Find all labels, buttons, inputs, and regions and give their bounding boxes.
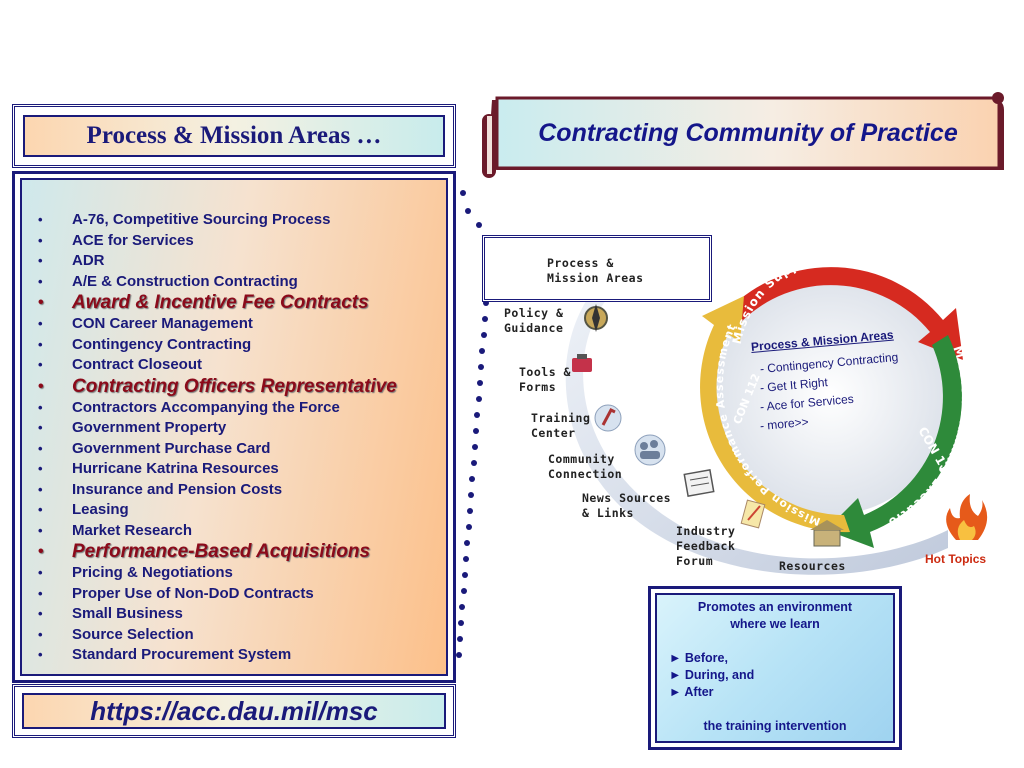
connector-dot [474, 412, 481, 418]
connector-dot [470, 460, 477, 466]
arc-support-con: CON 110 [812, 255, 870, 269]
connector-dot [460, 588, 467, 594]
connector-dot [465, 208, 471, 214]
yellow-arc [700, 296, 850, 533]
connector-dot [481, 316, 488, 322]
list-inner: A-76, Competitive Sourcing ProcessACE fo… [20, 178, 448, 676]
connector-dot [483, 300, 489, 306]
connector-dot [463, 556, 470, 562]
list-item[interactable]: Insurance and Pension Costs [36, 480, 397, 501]
list-item[interactable]: Leasing [36, 500, 397, 521]
list-item[interactable]: Government Property [36, 418, 397, 439]
connector-dot [468, 492, 475, 498]
list-item[interactable]: Contracting Officers Representative [36, 376, 397, 398]
connector-dot [475, 396, 482, 402]
list-item[interactable]: Small Business [36, 604, 397, 625]
label-process-mission[interactable]: Process & Mission Areas [547, 256, 644, 285]
label-tools[interactable]: Tools & Forms [519, 365, 571, 394]
news-icon[interactable] [683, 469, 715, 497]
list-item[interactable]: Award & Incentive Fee Contracts [36, 292, 397, 314]
label-community[interactable]: Community Connection [548, 452, 623, 481]
title-inner: Process & Mission Areas … [23, 115, 445, 157]
list-item[interactable]: Contract Closeout [36, 355, 397, 376]
list-item[interactable]: Market Research [36, 521, 397, 542]
connector-dot [461, 572, 468, 578]
list-item[interactable]: ACE for Services [36, 231, 397, 252]
connector-dot [471, 444, 478, 450]
connector-dot [459, 604, 466, 610]
promo-bullet-before: ► Before, [669, 651, 728, 665]
compass-icon[interactable] [584, 304, 608, 332]
left-title: Process & Mission Areas … [86, 122, 382, 149]
label-news[interactable]: News Sources & Links [582, 491, 672, 520]
connector-dot [478, 364, 485, 370]
connector-dot [456, 636, 463, 642]
feedback-icon[interactable] [740, 499, 766, 529]
site-url-link[interactable]: https://acc.dau.mil/msc [90, 695, 378, 726]
connector-dot [455, 652, 462, 658]
list-item[interactable]: Performance-Based Acquisitions [36, 541, 397, 563]
connector-dot [466, 508, 473, 514]
list-item[interactable]: CON Career Management [36, 314, 397, 335]
label-policy[interactable]: Policy & Guidance [504, 306, 564, 335]
promo-line1: Promotes an environment [697, 600, 853, 614]
resources-icon[interactable] [810, 520, 844, 547]
connector-dot [469, 476, 476, 482]
connector-dot [479, 348, 486, 354]
promo-line2: where we learn [730, 617, 820, 631]
promo-box: Promotes an environment where we learn ►… [648, 586, 902, 750]
connector-dot [465, 524, 472, 530]
list-item[interactable]: Standard Procurement System [36, 645, 397, 666]
promo-bullet-during: ► During, and [669, 668, 755, 682]
training-icon[interactable] [594, 404, 622, 432]
process-mission-list-box: A-76, Competitive Sourcing ProcessACE fo… [12, 171, 456, 683]
label-resources[interactable]: Resources [779, 559, 846, 573]
promo-line3: the training intervention [703, 719, 847, 733]
connector-dot [476, 380, 483, 386]
list-item[interactable]: Hurricane Katrina Resources [36, 459, 397, 480]
connector-dot [464, 540, 471, 546]
fire-icon[interactable] [946, 494, 988, 540]
promo-bullet-after: ► After [669, 685, 714, 699]
url-box: https://acc.dau.mil/msc [12, 684, 456, 738]
process-mission-highlight[interactable] [482, 235, 712, 302]
connector-dot [460, 190, 466, 196]
list-item[interactable]: Proper Use of Non-DoD Contracts [36, 584, 397, 605]
list-item[interactable]: A/E & Construction Contracting [36, 272, 397, 293]
list-item[interactable]: Pricing & Negotiations [36, 563, 397, 584]
toolbox-icon[interactable] [572, 354, 592, 372]
list-item[interactable]: Government Purchase Card [36, 439, 397, 460]
list-item[interactable]: ADR [36, 251, 397, 272]
connector-dot [458, 620, 465, 626]
list-item[interactable]: Contractors Accompanying the Force [36, 398, 397, 419]
promo-inner: Promotes an environment where we learn ►… [655, 593, 895, 743]
connector-dot [480, 332, 487, 338]
label-training[interactable]: Training Center [531, 411, 591, 440]
label-industry[interactable]: Industry Feedback Forum [676, 524, 736, 568]
scroll-banner [482, 92, 1004, 178]
list-item[interactable]: A-76, Competitive Sourcing Process [36, 210, 397, 231]
cycle-center [710, 275, 950, 515]
community-icon[interactable] [634, 434, 666, 466]
connector-dot [476, 222, 482, 228]
url-inner: https://acc.dau.mil/msc [22, 693, 446, 729]
label-hot-topics[interactable]: Hot Topics [925, 552, 987, 566]
connector-dot [473, 428, 480, 434]
list-item[interactable]: Source Selection [36, 625, 397, 646]
banner-title: Contracting Community of Practice [538, 118, 958, 147]
process-mission-title-box: Process & Mission Areas … [12, 104, 456, 168]
list-item[interactable]: Contingency Contracting [36, 335, 397, 356]
red-arc [728, 267, 963, 360]
process-mission-list: A-76, Competitive Sourcing ProcessACE fo… [36, 210, 397, 666]
